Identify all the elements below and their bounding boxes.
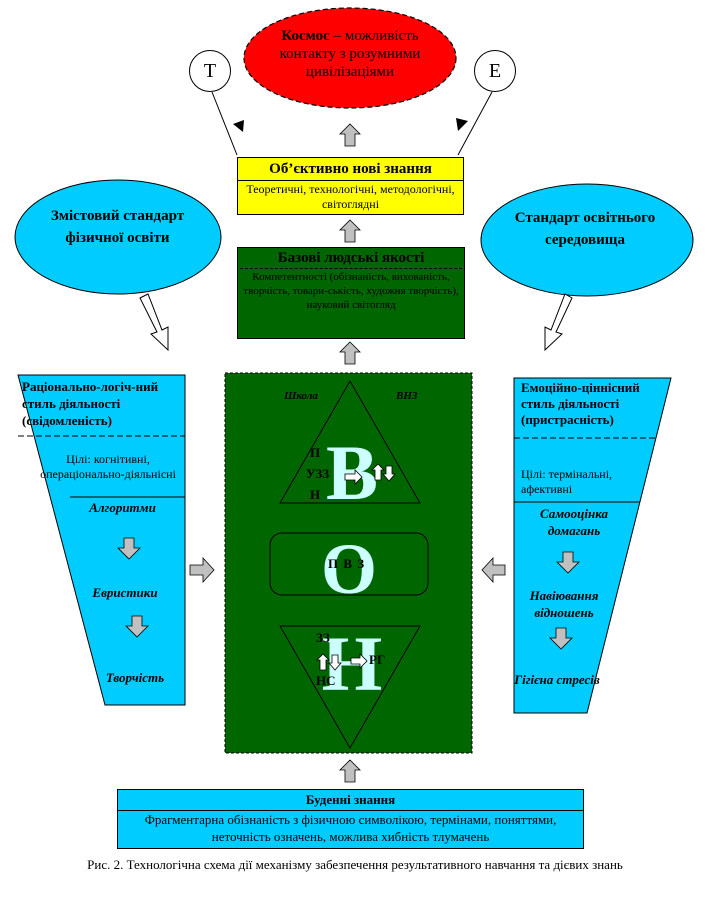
middle-rect [269,532,429,596]
figure-caption: Рис. 2. Технологічна схема дії механізму… [87,857,623,872]
bottom-triangle [279,625,421,750]
up-arrow-3 [339,341,361,365]
arrowhead-e [456,118,468,131]
left-item-3: Творчість [105,670,165,685]
left-item-2: Евристики [92,585,158,600]
right-down-arrow-2 [549,627,573,650]
left-ellipse-text: Змістовий стандарт фізичної освіти [50,208,185,246]
right-item-3: Гігієна стресів [514,672,600,687]
tri-down-arrow [382,465,396,482]
btm-up-arrow [316,653,330,671]
circle-t-label: Т [203,59,217,82]
left-side-arrow [189,556,215,584]
up-arrow-1 [339,123,361,147]
up-arrow-6 [339,759,361,783]
left-diag-arrow [139,293,169,352]
letter-v: В [326,429,378,516]
bot-zz-label: ЗЗ [316,630,330,645]
tri-up-arrow [371,463,385,481]
circle-e-label: Е [488,59,502,82]
right-side-arrow [481,556,506,584]
left-trap-title: Раціонально-логіч-ний стиль діяльності (… [22,379,159,428]
cosmos-bold: Космос [281,28,330,44]
everyday-box: Буденні знання Фрагментарна обізнаність … [117,789,584,849]
right-item-2: Навіювання відношень [529,588,599,620]
btm-right-arrow [350,653,368,669]
right-item-1: Самооцінка домагань [540,506,608,538]
left-trap-goals: Цілі: когнітивні, операціонально-діяльні… [40,452,176,481]
bot-ns-label: НС [316,673,336,688]
right-ellipse-text: Стандарт освітнього середовища [514,210,656,248]
top-p-label: П [310,445,321,460]
arrow-to-t [211,91,238,156]
everyday-title: Буденні знання [118,790,583,811]
top-triangle [279,379,421,504]
cosmos-ellipse [243,7,457,109]
left-down-arrow-2 [125,615,149,638]
btm-down-arrow [328,654,342,671]
right-trap-title: Емоційно-ціннісний стиль діяльності (при… [521,380,640,427]
right-trap-goals: Цілі: термінальні, афективні [521,467,613,496]
school-label: Школа [284,390,318,402]
basic-sub: Компетентності (обізнаність, вихованість… [243,271,459,311]
right-trapezoid [513,377,672,714]
objective-sub: Теоретичні, технологічні, методологічні,… [246,182,455,211]
circle-e: Е [474,50,516,92]
everyday-sub: Фрагментарна обізнаність з фізичною симв… [144,812,557,844]
top-uzz-label: УЗЗ [306,466,330,481]
right-ellipse [480,183,694,297]
left-down-arrow-1 [117,537,141,560]
left-trapezoid [17,374,186,706]
left-item-1: Алгоритми [89,500,156,515]
arrow-to-e [457,91,493,156]
left-ellipse [14,179,222,295]
top-n-label: Н [310,487,321,502]
circle-t: Т [189,50,231,92]
tri-right-arrow [344,469,363,485]
up-arrow-2 [339,219,361,243]
mid-pvz-label: П В З [328,556,365,571]
cosmos-text: Космос – можливість контакту з розумними… [258,27,442,81]
right-down-arrow-1 [556,551,580,574]
vnz-label: ВНЗ [396,390,418,402]
objective-title: Об’єктивно нові знання [238,158,463,181]
bot-rg-label: РГ [369,652,386,667]
basic-box: Базові людські якості Компетентності (об… [237,247,465,339]
basic-title: Базові людські якості [277,250,425,266]
objective-box: Об’єктивно нові знання Теоретичні, техно… [237,157,464,215]
right-diag-arrow [544,293,573,352]
letter-o: О [321,529,377,609]
arrowhead-t [233,120,244,132]
cosmos-rest: – можливість контакту з розумними цивілі… [279,28,421,80]
